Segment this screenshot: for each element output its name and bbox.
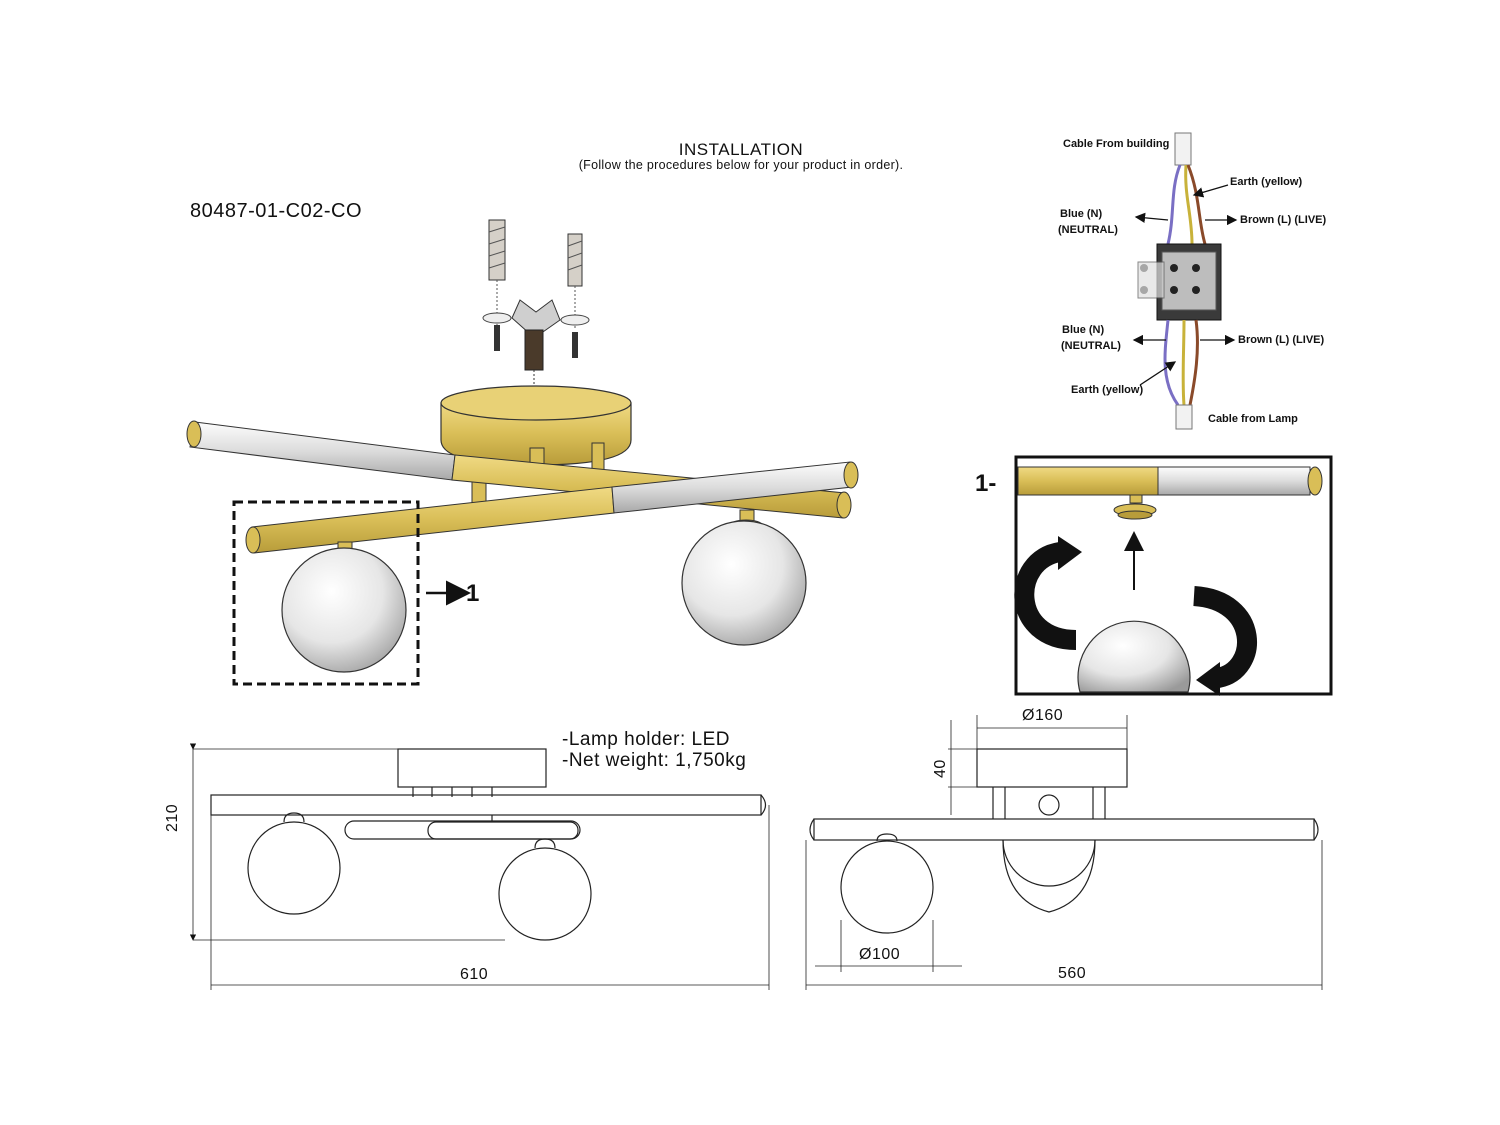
blue-top-label-1: Blue (N) — [1060, 208, 1103, 220]
cable-from-building-label: Cable From building — [1063, 138, 1170, 150]
blue-top-label-2: (NEUTRAL) — [1058, 224, 1118, 236]
mounting-hardware — [482, 219, 590, 385]
globe-left — [281, 541, 407, 673]
product-code: 80487-01-C02-CO — [190, 200, 363, 222]
front-width-dimension: 610 — [460, 966, 489, 983]
installation-subtitle: (Follow the procedures below for your pr… — [578, 158, 904, 172]
installation-title: INSTALLATION — [678, 140, 804, 159]
canopy — [440, 385, 632, 511]
wiring-diagram — [1132, 132, 1238, 430]
detail-label: 1- — [975, 470, 997, 497]
detail-box — [1014, 455, 1333, 696]
earth-bottom-label: Earth (yellow) — [1071, 384, 1144, 396]
height-dimension: 210 — [164, 803, 181, 832]
blue-bottom-label-1: Blue (N) — [1062, 324, 1105, 336]
globe-diameter-dimension: Ø100 — [859, 946, 901, 963]
base-diameter-dimension: Ø160 — [1022, 707, 1064, 724]
globe-right — [681, 509, 807, 646]
blue-bottom-label-2: (NEUTRAL) — [1061, 340, 1121, 352]
front-bar — [245, 461, 859, 554]
side-width-dimension: 560 — [1058, 965, 1087, 982]
brown-top-label: Brown (L) (LIVE) — [1240, 214, 1327, 226]
lamp-3d-illustration — [186, 219, 859, 686]
detail-reference: 1 — [466, 580, 480, 607]
base-height-dimension: 40 — [932, 759, 949, 778]
earth-top-label: Earth (yellow) — [1230, 176, 1303, 188]
cable-from-lamp-label: Cable from Lamp — [1208, 413, 1298, 425]
lamp-holder-spec: -Lamp holder: LED — [562, 729, 730, 750]
brown-bottom-label: Brown (L) (LIVE) — [1238, 334, 1325, 346]
net-weight-spec: -Net weight: 1,750kg — [562, 750, 747, 771]
front-view-drawing — [189, 743, 770, 990]
side-view-drawing — [805, 715, 1323, 990]
detail-highlight-box — [232, 500, 420, 686]
terminal-block — [1137, 243, 1222, 321]
